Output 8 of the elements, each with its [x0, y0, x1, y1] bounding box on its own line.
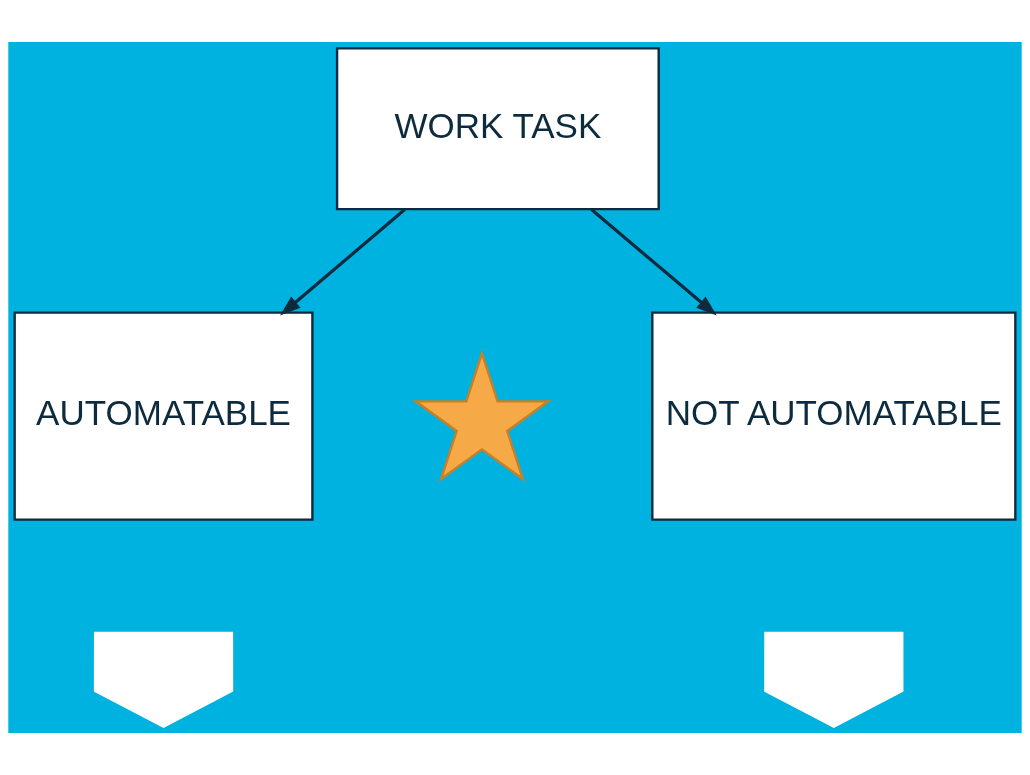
node-star: [412, 349, 552, 483]
arrow: [590, 208, 717, 316]
node-arrow: [93, 631, 234, 728]
node-box: NOT AUTOMATABLE: [651, 311, 1017, 521]
node-box: WORK TASK: [335, 47, 660, 211]
node-box: AUTOMATABLE: [13, 311, 314, 521]
node-arrow: [764, 631, 904, 728]
arrow: [280, 208, 406, 316]
